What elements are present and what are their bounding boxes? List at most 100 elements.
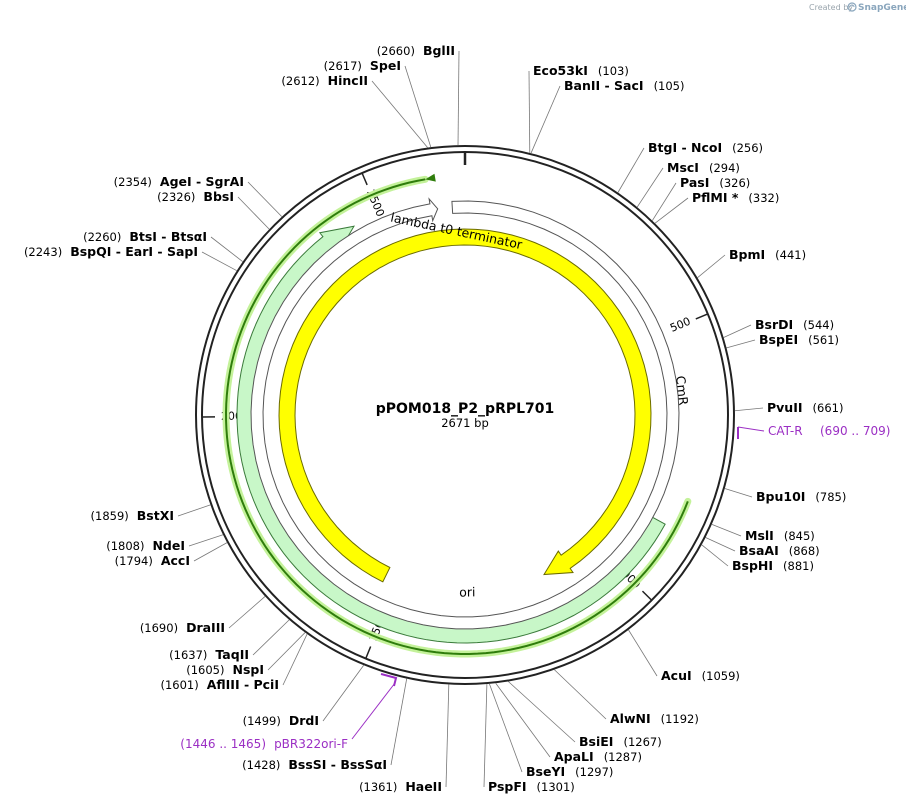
enzyme-site[interactable]: AccI(1794) <box>115 542 228 568</box>
enzyme-position: (332) <box>748 191 779 205</box>
enzyme-site[interactable]: AgeI - SgrAI(2354) <box>114 174 283 217</box>
tick-label: 500 <box>668 315 692 335</box>
enzyme-site[interactable]: AlwNI(1192) <box>554 669 699 726</box>
enzyme-leader-line <box>528 70 531 153</box>
enzyme-site[interactable]: HaeII(1361) <box>359 684 450 794</box>
primer-labels: CAT-R(690 .. 709) pBR322ori-F(1446 .. 146… <box>180 424 890 751</box>
feature-arrow-lambda-t0-terminator <box>250 197 680 630</box>
enzyme-site[interactable]: HincII(2612) <box>281 73 428 148</box>
tick-mark <box>365 646 372 659</box>
feature-label-ori: ori <box>459 584 475 599</box>
enzyme-site[interactable]: BstXI(1859) <box>91 504 211 523</box>
enzyme-site[interactable]: BspQI - EarI - SapI(2243) <box>24 244 238 272</box>
enzyme-leader-line <box>247 181 283 217</box>
enzyme-site[interactable]: PspFI(1301) <box>483 684 575 794</box>
enzyme-site[interactable]: PvuII (661) <box>734 400 844 415</box>
enzyme-position: (1637) <box>169 648 207 662</box>
feature-arrow-ori <box>278 228 652 583</box>
enzyme-site[interactable]: BsiEI(1267) <box>508 681 662 749</box>
enzyme-leader-line <box>237 196 270 230</box>
enzyme-site[interactable]: MslI(845) <box>711 523 815 543</box>
enzyme-position: (544) <box>803 318 834 332</box>
enzyme-site[interactable]: SpeI(2617) <box>324 58 432 148</box>
enzyme-name: NdeI <box>152 538 185 553</box>
enzyme-name: BsiEI <box>579 734 613 749</box>
enzyme-leader-line <box>726 339 756 349</box>
enzyme-site[interactable]: BseYI(1297) <box>489 683 613 779</box>
enzyme-site[interactable]: PasI(326) <box>652 175 750 221</box>
enzyme-position: (326) <box>719 176 750 190</box>
primer-pbr322ori-f[interactable]: pBR322ori-F(1446 .. 1465) <box>180 673 398 751</box>
enzyme-site[interactable]: Eco53kI(103) <box>528 63 629 153</box>
enzyme-leader-line <box>201 251 238 272</box>
enzyme-site[interactable]: NspI(1605) <box>186 632 306 677</box>
enzyme-position: (1859) <box>91 509 129 523</box>
enzyme-site[interactable]: TaqII(1637) <box>169 619 290 662</box>
enzyme-leader-line <box>267 632 306 671</box>
enzyme-name: DraIII <box>186 620 225 635</box>
enzyme-name: SpeI <box>370 58 401 73</box>
enzyme-site[interactable]: BpmI(441) <box>697 247 806 279</box>
enzyme-site[interactable]: Bpu10I(785) <box>724 488 847 504</box>
primer-name: pBR322ori-F <box>274 737 348 751</box>
primer-cat-r[interactable]: CAT-R(690 .. 709) <box>737 424 890 439</box>
enzyme-leader-line <box>489 683 523 773</box>
enzyme-leader-line <box>530 85 561 154</box>
enzyme-name: Eco53kI <box>533 63 588 78</box>
enzyme-name: BanII - SacI <box>564 78 644 93</box>
enzyme-site[interactable]: AcuI(1059) <box>628 629 740 683</box>
enzyme-name: BsaAI <box>739 543 779 558</box>
enzyme-site[interactable]: BsrDI(544) <box>723 317 834 338</box>
enzyme-site[interactable]: MscI(294) <box>636 160 740 208</box>
enzyme-leader-line <box>188 534 224 547</box>
enzyme-site[interactable]: NdeI (1808) <box>106 534 224 553</box>
enzyme-site[interactable]: BspEI(561) <box>726 332 840 349</box>
enzyme-name: DrdI <box>289 713 319 728</box>
enzyme-position: (1361) <box>359 780 397 794</box>
enzyme-position: (1808) <box>106 539 144 553</box>
feature-label-cmr: CmR <box>673 375 691 406</box>
enzyme-position: (1690) <box>140 621 178 635</box>
tick-mark <box>641 590 653 601</box>
primer-leader-line <box>737 426 765 432</box>
enzyme-leader-line <box>495 683 551 758</box>
enzyme-leader-line <box>723 324 752 338</box>
enzyme-site[interactable]: BtgI - NcoI (256) <box>617 140 763 193</box>
enzyme-name: ApaLI <box>554 749 594 764</box>
enzyme-site[interactable]: BssSI - BssSαI(1428) <box>242 678 408 772</box>
enzyme-leader-line <box>636 167 664 208</box>
enzyme-leader-line <box>701 544 729 567</box>
enzyme-position: (294) <box>709 161 740 175</box>
enzyme-site[interactable]: DrdI (1499) <box>243 665 365 728</box>
enzyme-leader-line <box>508 681 576 743</box>
enzyme-leader-line <box>628 629 658 677</box>
enzyme-position: (1499) <box>243 714 281 728</box>
enzyme-position: (256) <box>732 141 763 155</box>
enzyme-site[interactable]: BglII(2660) <box>377 43 460 146</box>
enzyme-position: (661) <box>813 401 844 415</box>
enzyme-site[interactable]: BsaAI (868) <box>705 537 820 558</box>
enzyme-leader-line <box>371 80 428 148</box>
enzyme-name: BtsI - BtsαI <box>129 229 207 244</box>
enzyme-leader-line <box>282 633 308 686</box>
tick-mark <box>695 313 709 320</box>
enzyme-site[interactable]: DraIII (1690) <box>140 596 266 635</box>
enzyme-site[interactable]: PflMI *(332) <box>654 190 779 224</box>
enzyme-name: AflIII - PciI <box>207 677 279 692</box>
orf-line <box>225 178 689 655</box>
enzyme-site[interactable]: BspHI(881) <box>701 544 814 573</box>
enzyme-site[interactable]: BtsI - BtsαI(2260) <box>83 229 244 262</box>
enzyme-position: (1287) <box>604 750 642 764</box>
enzyme-position: (868) <box>789 544 820 558</box>
enzyme-position: (2243) <box>24 245 62 259</box>
enzyme-name: HincII <box>328 73 368 88</box>
enzyme-name: BtgI - NcoI <box>648 140 722 155</box>
enzyme-position: (845) <box>784 529 815 543</box>
enzyme-site[interactable]: BanII - SacI(105) <box>530 78 685 154</box>
enzyme-site[interactable]: ApaLI (1287) <box>495 683 642 764</box>
enzyme-site[interactable]: BbsI(2326) <box>157 189 270 230</box>
enzyme-name: PvuII <box>767 400 803 415</box>
enzyme-site[interactable]: AflIII - PciI(1601) <box>160 633 308 692</box>
